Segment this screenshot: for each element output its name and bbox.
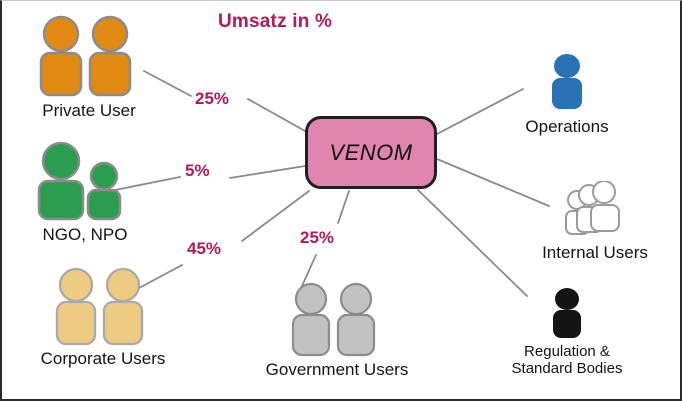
node-label-ngo-npo: NGO, NPO xyxy=(42,225,128,244)
diagram-title: Umsatz in % xyxy=(218,11,333,32)
node-label-regulation-standard-bodies: Regulation & Standard Bodies xyxy=(482,343,652,378)
node-ngo-npo[interactable]: NGO, NPO xyxy=(10,141,160,244)
connector-government-users-a xyxy=(301,254,317,287)
ngo-npo-icon-wrap xyxy=(10,141,160,221)
two-person-icon xyxy=(291,283,376,357)
percent-label-ngo-npo: 5% xyxy=(185,161,210,180)
connector-government-users-b xyxy=(337,190,350,224)
three-person-outline-icon xyxy=(565,181,620,235)
two-person-icon xyxy=(39,15,132,97)
node-government-users[interactable]: Government Users xyxy=(237,283,437,379)
single-person-icon xyxy=(552,54,582,109)
percent-label-private-user: 25% xyxy=(195,89,230,108)
government-users-icon-wrap xyxy=(237,283,437,357)
node-label-operations: Operations xyxy=(525,117,609,136)
two-person-icon xyxy=(55,267,144,346)
private-user-icon-wrap xyxy=(14,15,164,97)
node-label-corporate-users: Corporate Users xyxy=(40,349,166,368)
percent-label-government-users: 25% xyxy=(300,228,335,247)
regulation-icon-wrap xyxy=(482,287,652,339)
node-label-government-users: Government Users xyxy=(265,360,409,379)
node-corporate-users[interactable]: Corporate Users xyxy=(8,267,198,368)
connector-ngo-npo-b xyxy=(229,165,306,179)
center-node-venom[interactable]: VENOM xyxy=(305,116,437,189)
node-operations[interactable]: Operations xyxy=(497,53,637,136)
operations-icon-wrap xyxy=(497,53,637,111)
internal-users-icon-wrap xyxy=(520,181,670,237)
node-label-private-user: Private User xyxy=(42,101,136,120)
connector-corporate-users-b xyxy=(241,190,310,242)
corporate-users-icon-wrap xyxy=(8,267,198,347)
connector-private-user-b xyxy=(247,98,306,132)
node-regulation-standard-bodies[interactable]: Regulation & Standard Bodies xyxy=(482,287,652,378)
center-node-label: VENOM xyxy=(329,139,413,165)
node-private-user[interactable]: Private User xyxy=(14,15,164,120)
node-internal-users[interactable]: Internal Users xyxy=(520,181,670,262)
connector-regulation-standard-bodies xyxy=(417,189,528,297)
node-label-internal-users: Internal Users xyxy=(542,243,648,262)
single-person-icon xyxy=(553,288,581,338)
percent-label-corporate-users: 45% xyxy=(187,239,222,258)
node-label-regulation-line2: Standard Bodies xyxy=(511,359,623,377)
node-label-regulation-line1: Regulation & xyxy=(524,343,610,360)
adult-child-icon xyxy=(37,141,122,221)
